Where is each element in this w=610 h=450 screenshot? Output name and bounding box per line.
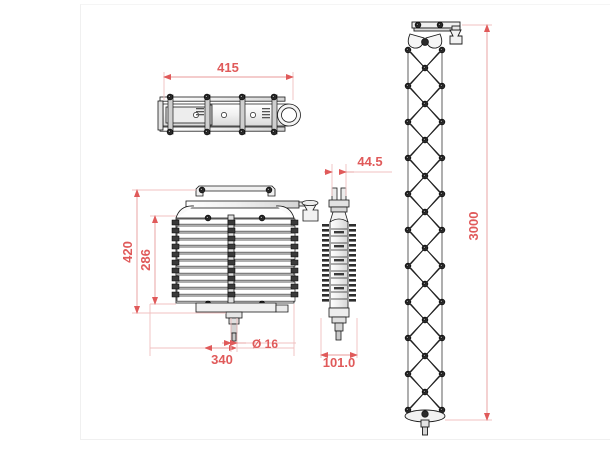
dimension-diameter-16: [222, 318, 296, 352]
dimension-415: [163, 72, 294, 100]
dimension-label-44-5: 44.5: [357, 154, 382, 169]
dimension-44-5: [324, 164, 392, 196]
dimension-labels: 415 420 286 340 Ø 16 44.5 101.0 3000: [120, 60, 481, 370]
dimension-label-415: 415: [217, 60, 239, 75]
dimension-label-420: 420: [120, 241, 135, 263]
dimension-340: [149, 304, 295, 356]
dimension-101-0: [320, 318, 358, 358]
dimension-label-diameter-16: Ø 16: [252, 337, 278, 351]
dimension-label-3000: 3000: [466, 212, 481, 241]
mast-view-geometry: [404, 21, 463, 436]
side-view-geometry: [322, 187, 356, 341]
drawing-frame-border: [80, 4, 610, 440]
dimension-286: [150, 215, 176, 305]
dimension-420: [132, 189, 226, 314]
lattice-pivots: [404, 46, 446, 414]
dimension-3000: [445, 24, 492, 421]
front-view-geometry: [171, 185, 319, 342]
top-view-geometry: [157, 93, 301, 136]
dimension-annotations: [132, 24, 492, 421]
dimension-label-340: 340: [211, 352, 233, 367]
dimension-label-286: 286: [138, 249, 153, 271]
dimension-label-101-0: 101.0: [323, 355, 356, 370]
